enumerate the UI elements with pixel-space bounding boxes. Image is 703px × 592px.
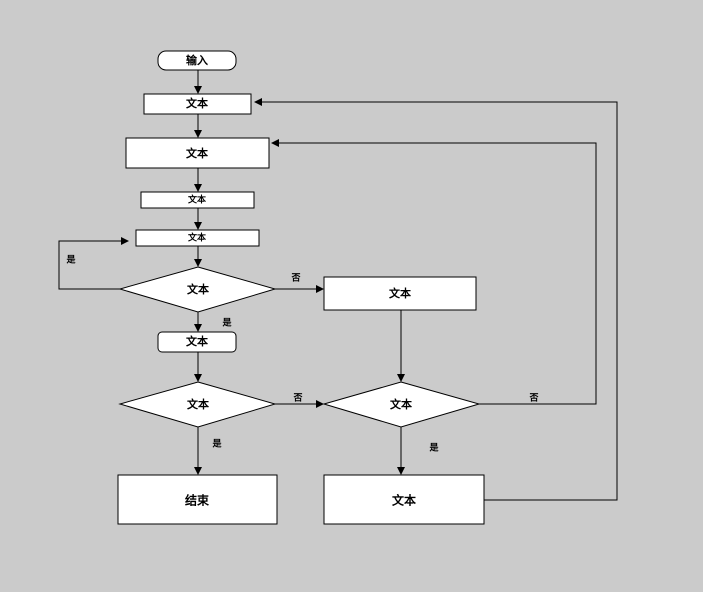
process-box-5-label: 文本 [186, 334, 208, 348]
edge-label-decision1-yes-loop: 是 [65, 255, 76, 266]
process-box-right-2-label: 文本 [392, 493, 416, 508]
process-box-1[interactable]: 文本 [143, 93, 252, 115]
process-box-4-label: 文本 [187, 232, 207, 244]
process-box-3[interactable]: 文本 [140, 191, 255, 209]
process-box-3-label: 文本 [187, 194, 207, 206]
end-node[interactable]: 结束 [117, 474, 278, 525]
decision-1-label: 文本 [187, 282, 209, 296]
edge-label-decision1-no: 否 [290, 273, 300, 284]
edge-labels: 是 否 是 否 是 否 是 [65, 255, 538, 454]
edge-label-decision2-no: 否 [292, 393, 302, 404]
process-box-4[interactable]: 文本 [135, 229, 260, 247]
edges [58, 70, 618, 501]
decision-2-label: 文本 [187, 397, 209, 411]
process-box-right-2[interactable]: 文本 [323, 474, 485, 525]
edge-boxright2-loop [254, 98, 618, 501]
process-box-2-label: 文本 [186, 146, 208, 160]
edge-decision3-no [271, 139, 597, 405]
edge-label-decision2-yes: 是 [211, 439, 222, 450]
decision-2[interactable]: 文本 [118, 381, 277, 428]
edge-label-decision1-yes-down: 是 [221, 318, 232, 329]
edge-label-decision3-no: 否 [528, 393, 538, 404]
process-box-right-1[interactable]: 文本 [323, 276, 477, 311]
decision-1[interactable]: 文本 [118, 266, 277, 313]
process-box-5[interactable]: 文本 [157, 331, 237, 353]
process-box-right-1-label: 文本 [389, 286, 411, 300]
decision-3[interactable]: 文本 [322, 381, 481, 428]
input-node[interactable]: 输入 [157, 50, 237, 71]
process-box-1-label: 文本 [186, 96, 208, 110]
decision-3-label: 文本 [390, 397, 412, 411]
end-node-label: 结束 [185, 493, 210, 508]
input-node-label: 输入 [186, 53, 208, 67]
process-box-2[interactable]: 文本 [125, 137, 270, 169]
edge-label-decision3-yes: 是 [428, 443, 439, 454]
edge-decision1-yes-loop [58, 237, 129, 290]
